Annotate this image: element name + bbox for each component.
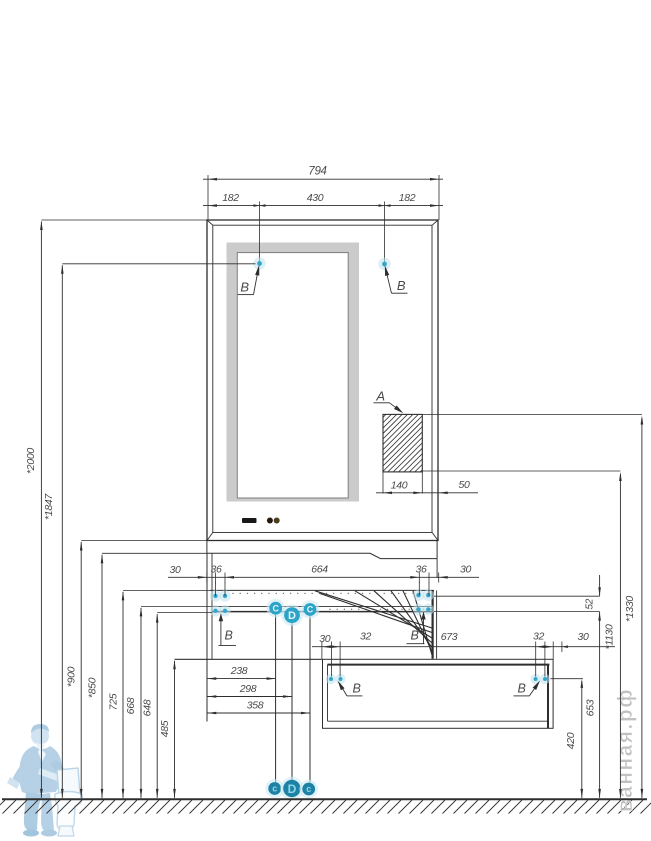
- svg-text:*2000: *2000: [25, 448, 37, 474]
- svg-text:*1330: *1330: [624, 596, 636, 622]
- svg-text:B: B: [517, 682, 525, 696]
- svg-text:485: 485: [159, 720, 171, 737]
- svg-text:D: D: [288, 782, 297, 796]
- svg-text:182: 182: [399, 192, 416, 204]
- svg-text:36: 36: [210, 564, 222, 576]
- svg-text:140: 140: [391, 479, 408, 491]
- svg-text:725: 725: [108, 693, 120, 710]
- svg-text:430: 430: [307, 192, 324, 204]
- svg-text:30: 30: [460, 564, 472, 576]
- svg-text:668: 668: [125, 697, 137, 714]
- svg-text:420: 420: [565, 732, 577, 749]
- svg-text:*1847: *1847: [43, 493, 55, 520]
- svg-text:C: C: [307, 605, 314, 615]
- svg-text:*850: *850: [87, 677, 99, 698]
- svg-text:648: 648: [142, 699, 154, 716]
- svg-text:B: B: [224, 629, 232, 643]
- svg-text:182: 182: [222, 192, 239, 204]
- svg-text:c: c: [306, 784, 311, 794]
- svg-text:D: D: [288, 610, 296, 622]
- svg-text:52: 52: [584, 598, 595, 609]
- svg-text:30: 30: [169, 564, 181, 576]
- svg-text:C: C: [272, 603, 279, 613]
- svg-text:*900: *900: [66, 666, 78, 687]
- svg-text:B: B: [240, 280, 249, 295]
- svg-text:B: B: [410, 629, 418, 643]
- svg-text:32: 32: [360, 631, 372, 643]
- svg-text:32: 32: [533, 631, 545, 643]
- svg-text:50: 50: [458, 479, 470, 491]
- svg-text:653: 653: [585, 699, 597, 716]
- svg-text:36: 36: [415, 564, 427, 576]
- svg-text:664: 664: [311, 564, 328, 576]
- svg-text:30: 30: [319, 633, 331, 645]
- svg-text:B: B: [397, 278, 406, 293]
- svg-text:30: 30: [577, 631, 589, 643]
- svg-text:238: 238: [230, 665, 248, 677]
- svg-text:ванная.рф: ванная.рф: [614, 688, 637, 812]
- svg-text:A: A: [375, 389, 384, 404]
- svg-text:794: 794: [308, 166, 326, 178]
- svg-text:358: 358: [247, 700, 264, 712]
- svg-text:298: 298: [239, 683, 257, 695]
- svg-text:c: c: [272, 784, 277, 794]
- svg-text:*1130: *1130: [604, 624, 616, 650]
- svg-text:B: B: [352, 682, 360, 696]
- svg-text:673: 673: [441, 631, 458, 643]
